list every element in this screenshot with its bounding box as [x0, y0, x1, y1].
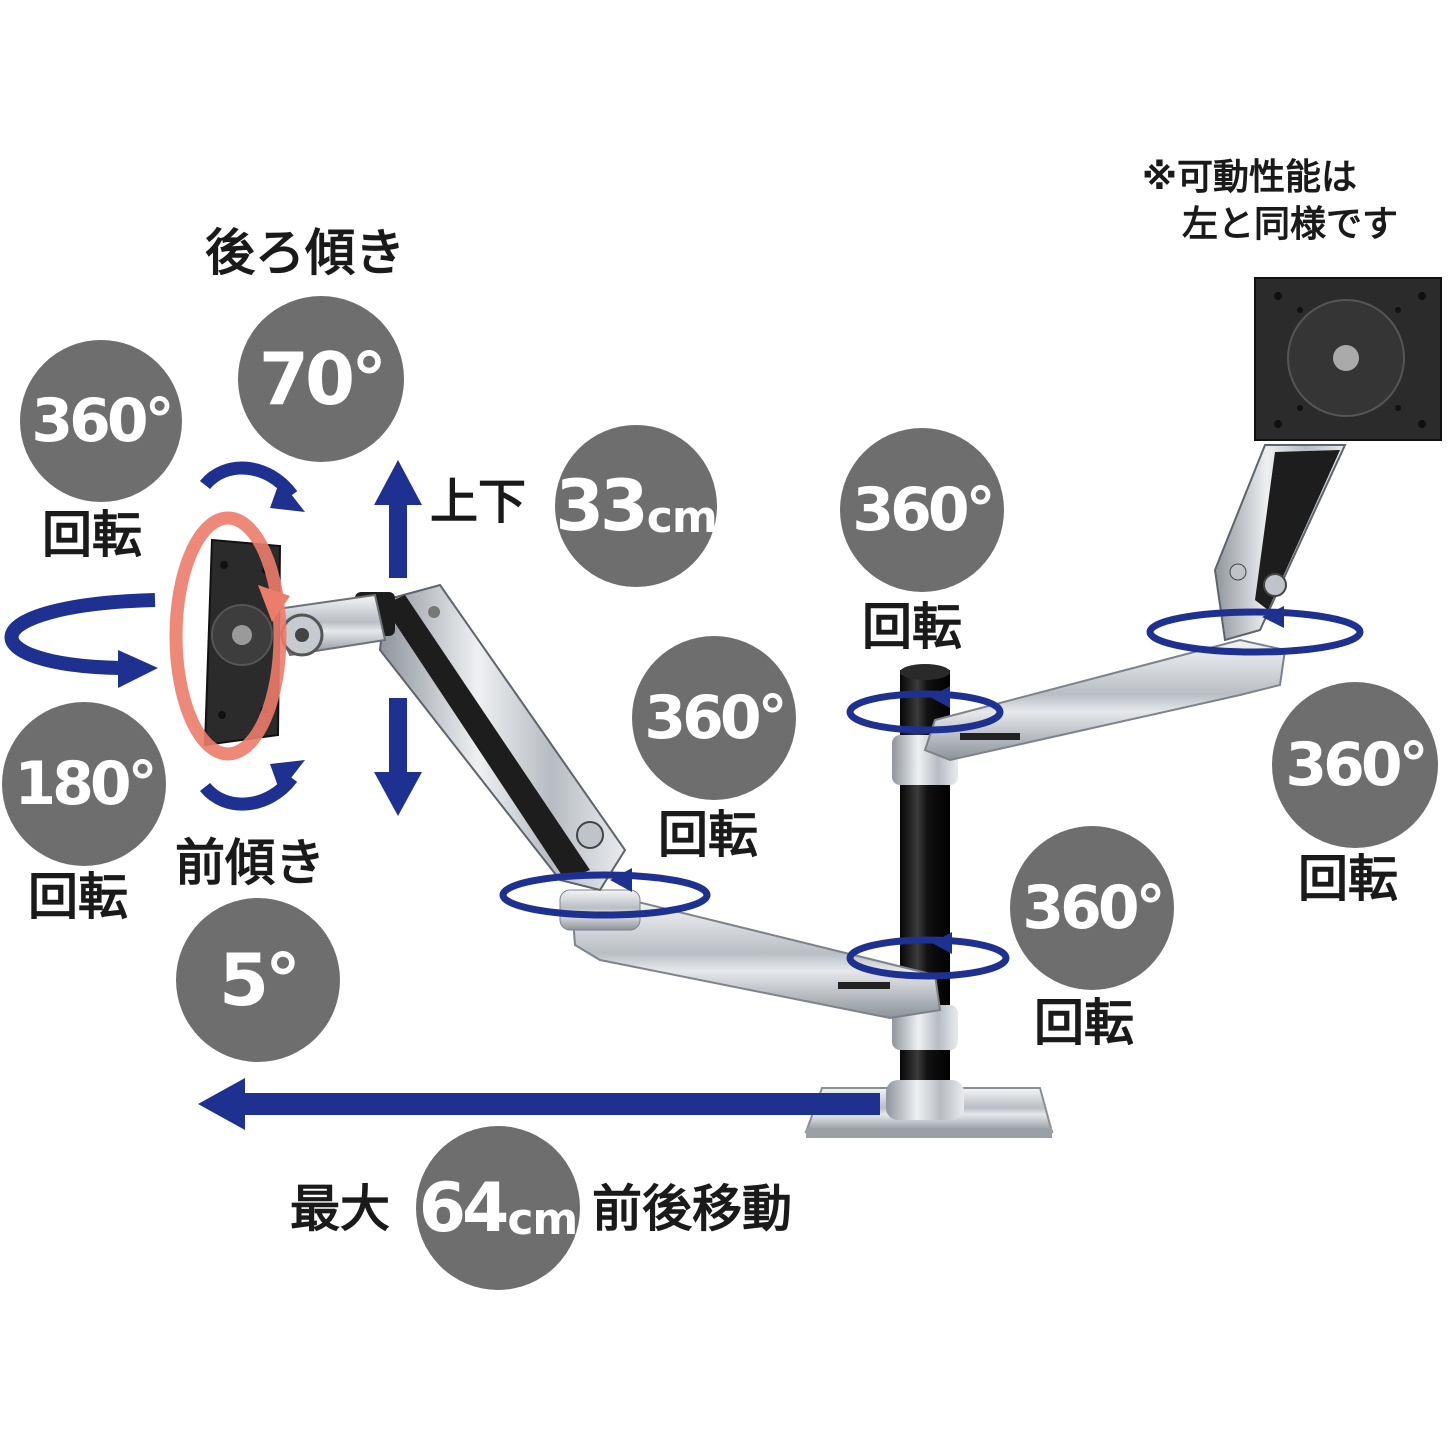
badge-pole-base-360: 360° [1010, 826, 1174, 990]
badge-tilt-forward-5: 5° [176, 898, 340, 1062]
swivel-arrow [4, 593, 158, 688]
right-lower-arm [923, 638, 1287, 762]
left-lower-arm [559, 889, 942, 1020]
rotation-ring-right [1146, 606, 1364, 656]
label-forward-backward: 前後移動 [592, 1180, 792, 1238]
label-elbow-rotation: 回転 [658, 806, 758, 864]
rotation-ring-pole-base [846, 932, 1010, 980]
tilt-forward-arrow [199, 760, 305, 811]
badge-pole-top-360: 360° [840, 428, 1004, 592]
badge-tilt-back-70: 70° [238, 296, 404, 462]
height-arrow-down [374, 698, 422, 816]
badge-elbow-360: 360° [632, 636, 796, 800]
height-arrow-up [374, 460, 422, 578]
tilt-ring [169, 511, 290, 761]
right-vesa-plate [1254, 277, 1442, 441]
badge-monitor-rotation-360: 360° [20, 340, 182, 502]
note-line-2: 左と同様です [1182, 203, 1399, 245]
badge-right-360: 360° [1272, 682, 1438, 848]
label-monitor-rotation-180: 回転 [28, 868, 128, 926]
label-max: 最大 [290, 1180, 390, 1238]
left-tilt-joint [268, 593, 387, 657]
reach-arrow [198, 1078, 880, 1130]
rotation-ring-pole-top [846, 686, 1004, 734]
tilt-back-arrow [199, 461, 305, 512]
right-upper-arm [1213, 444, 1347, 642]
rotation-ring-elbow [499, 868, 711, 919]
note-same-as-left: ※可動性能は 左と同様です [1142, 155, 1398, 249]
label-tilt-back: 後ろ傾き [205, 224, 405, 282]
label-tilt-forward: 前傾き [175, 834, 325, 892]
badge-monitor-rotation-180: 180° [2, 702, 166, 866]
label-pole-top-rotation: 回転 [862, 598, 962, 656]
label-up-down: 上下 [430, 474, 527, 530]
label-monitor-rotation: 回転 [42, 506, 142, 564]
label-pole-base-rotation: 回転 [1034, 994, 1134, 1052]
label-right-rotation: 回転 [1298, 850, 1398, 908]
note-line-1: ※可動性能は [1142, 157, 1357, 198]
